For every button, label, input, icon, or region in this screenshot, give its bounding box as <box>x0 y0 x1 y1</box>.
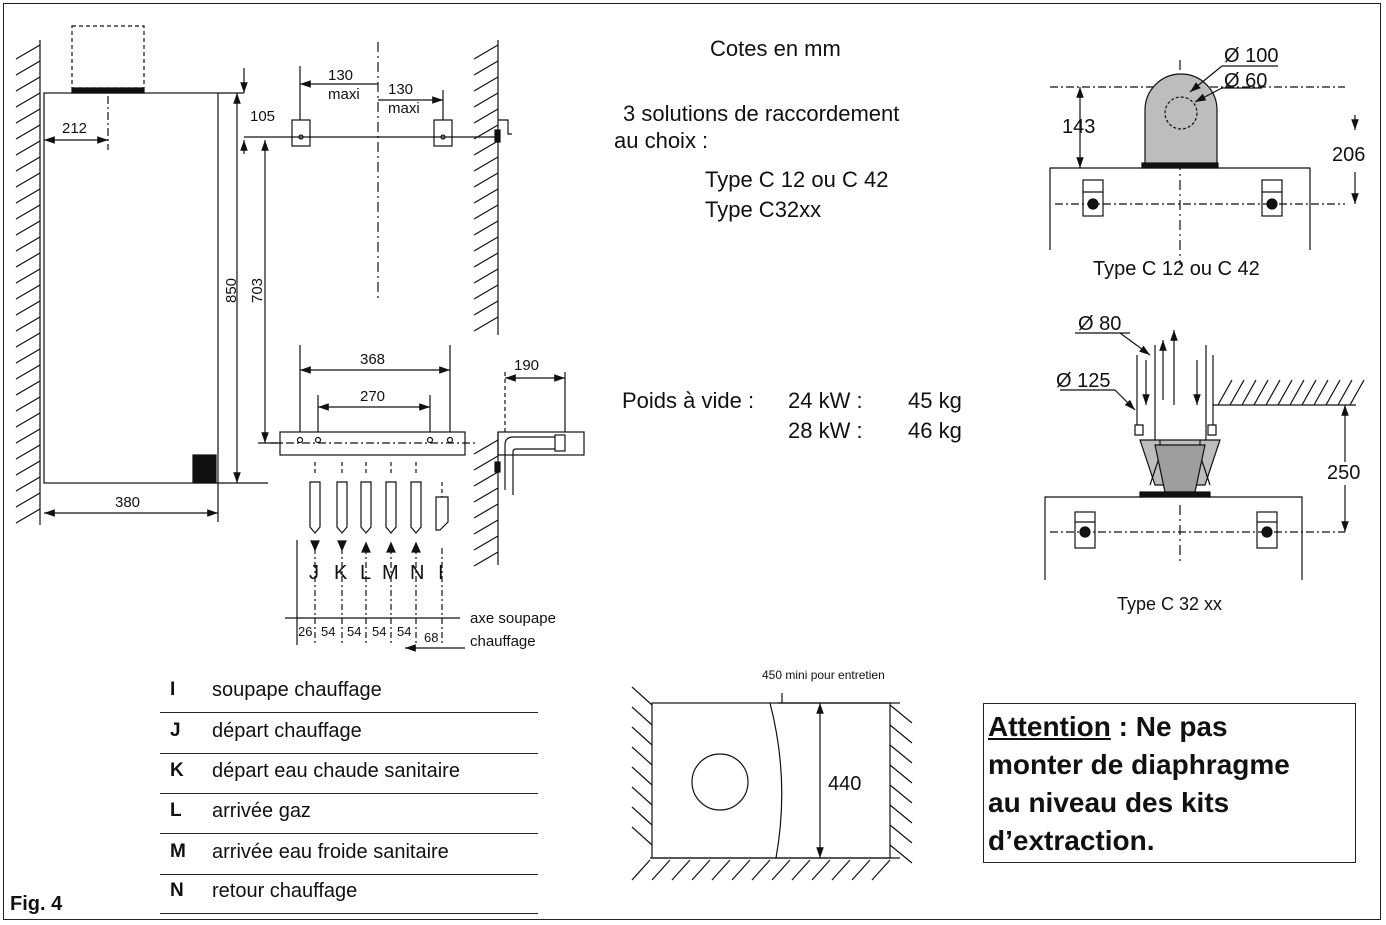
spacing: 54 <box>347 624 362 639</box>
legend-code: J <box>170 720 181 741</box>
legend-desc: soupape chauffage <box>212 679 382 701</box>
c12-caption: Type C 12 ou C 42 <box>1093 258 1260 280</box>
legend-code: I <box>170 679 176 700</box>
legend-item: J départ chauffage <box>160 716 538 754</box>
legend-desc: départ chauffage <box>212 720 362 742</box>
connection-n: N <box>410 562 425 584</box>
dim-d100: Ø 100 <box>1224 45 1279 67</box>
dim-maxi-left: maxi <box>328 86 360 103</box>
dim-130-left: 130 <box>328 67 354 84</box>
axis-label-2: chauffage <box>470 633 536 650</box>
legend-desc: arrivée eau froide sanitaire <box>212 841 449 863</box>
flue-collar <box>71 87 145 94</box>
attention-label: Attention <box>988 711 1111 742</box>
legend-desc: retour chauffage <box>212 880 358 902</box>
boiler-foot <box>192 454 217 484</box>
solution-item: Type C 12 ou C 42 <box>705 167 889 192</box>
spacing: 54 <box>321 624 336 639</box>
solutions-title-2: au choix : <box>614 128 709 153</box>
flue-outline <box>71 25 145 89</box>
legend-item: L arrivée gaz <box>160 796 538 834</box>
attention-text: monter de diaphragme <box>988 749 1290 780</box>
dim-703: 703 <box>249 277 267 304</box>
dim-maxi-right: maxi <box>388 100 420 117</box>
c32-caption: Type C 32 xx <box>1117 594 1223 614</box>
clearance-label: 450 mini pour entretien <box>762 668 885 682</box>
spacing: 54 <box>372 624 387 639</box>
weight-power: 28 kW : <box>788 418 863 443</box>
attention-text: au niveau des kits <box>988 787 1230 818</box>
dim-130-right: 130 <box>388 81 414 98</box>
connection-j: J <box>309 562 319 584</box>
boiler-body <box>43 92 219 484</box>
legend-code: L <box>170 800 182 821</box>
spacing: 68 <box>424 630 439 645</box>
dim-368: 368 <box>360 351 386 368</box>
weight-mass: 46 kg <box>908 418 962 443</box>
left-wall-hatch <box>15 40 41 525</box>
weight-label: Poids à vide : <box>622 388 755 413</box>
legend-item: I soupape chauffage <box>160 675 538 713</box>
weight-power: 24 kW : <box>788 388 863 413</box>
connection-i: I <box>438 562 444 584</box>
figure-label: Fig. 4 <box>10 893 63 915</box>
dim-212: 212 <box>62 120 88 137</box>
figure-frame <box>3 3 1381 920</box>
legend-item: K départ eau chaude sanitaire <box>160 756 538 794</box>
connection-k: K <box>334 562 348 584</box>
dim-143: 143 <box>1062 116 1096 138</box>
legend-item: M arrivée eau froide sanitaire <box>160 837 538 875</box>
weight-mass: 45 kg <box>908 388 962 413</box>
solutions-title: 3 solutions de raccordement <box>623 101 900 126</box>
dim-440: 440 <box>828 773 862 795</box>
dim-d80: Ø 80 <box>1078 313 1122 335</box>
spacing: 54 <box>397 624 412 639</box>
legend-desc: arrivée gaz <box>212 800 311 822</box>
connection-pipes <box>296 462 449 645</box>
dim-270: 270 <box>360 388 386 405</box>
legend-desc: départ eau chaude sanitaire <box>212 760 460 782</box>
dim-206: 206 <box>1332 144 1366 166</box>
legend-code: M <box>170 841 186 862</box>
legend-code: K <box>170 760 184 781</box>
dim-250: 250 <box>1327 462 1361 485</box>
dim-850: 850 <box>223 277 241 304</box>
attention-text: : Ne pas <box>1110 711 1228 742</box>
dim-105: 105 <box>250 108 276 125</box>
spacing: 26 <box>298 624 313 639</box>
attention-text: d’extraction. <box>988 825 1155 856</box>
axis-label: axe soupape <box>470 610 556 627</box>
dim-190: 190 <box>514 357 540 374</box>
dim-d60: Ø 60 <box>1224 70 1268 92</box>
attention-box: Attention : Ne pas monter de diaphragme … <box>983 703 1356 863</box>
connection-m: M <box>382 562 399 584</box>
units-note: Cotes en mm <box>710 36 841 61</box>
solution-item: Type C32xx <box>705 197 822 222</box>
dim-d125: Ø 125 <box>1056 370 1111 392</box>
legend-item: N retour chauffage <box>160 876 538 914</box>
legend-code: N <box>170 880 184 901</box>
dim-380: 380 <box>115 494 141 511</box>
connection-l: L <box>360 562 372 584</box>
